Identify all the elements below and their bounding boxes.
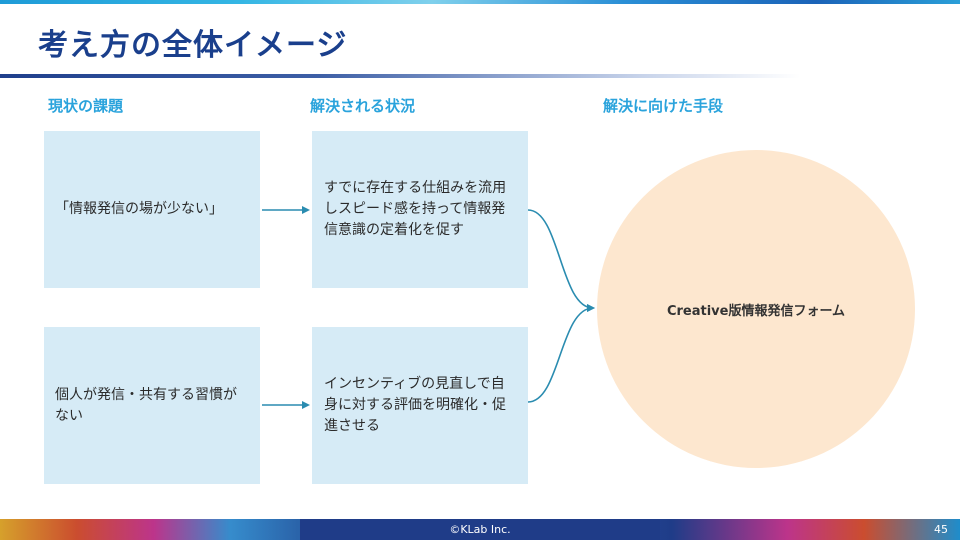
arrow-solved1-to-solution (527, 209, 595, 312)
column-heading-solved-state: 解決される状況 (310, 97, 416, 115)
column-heading-problem: 現状の課題 (48, 97, 124, 115)
title-underline (0, 74, 800, 78)
footer-center-panel (300, 519, 660, 540)
solved-box-1-text: すでに存在する仕組みを流用しスピード感を持って情報発信意識の定着化を促す (324, 180, 507, 238)
problem-box-2: 個人が発信・共有する習慣がない (44, 327, 260, 484)
solved-box-2: インセンティブの見直しで自身に対する評価を明確化・促進させる (312, 327, 528, 484)
slide-title: 考え方の全体イメージ (38, 28, 348, 63)
problem-box-2-text: 個人が発信・共有する習慣がない (55, 386, 237, 424)
solution-circle: Creative版情報発信フォーム (597, 150, 915, 468)
solved-box-2-text: インセンティブの見直しで自身に対する評価を明確化・促進させる (324, 376, 506, 434)
problem-box-1-text: 「情報発信の場が少ない」 (55, 201, 223, 217)
column-heading-means: 解決に向けた手段 (603, 97, 724, 115)
top-accent-stripe (0, 0, 960, 4)
page-number: 45 (934, 523, 948, 536)
problem-box-1: 「情報発信の場が少ない」 (44, 131, 260, 288)
solution-label: Creative版情報発信フォーム (666, 303, 846, 319)
arrow-solved2-to-solution (527, 304, 595, 403)
solved-box-1: すでに存在する仕組みを流用しスピード感を持って情報発信意識の定着化を促す (312, 131, 528, 288)
copyright-text: ©KLab Inc. (449, 523, 511, 536)
footer-bar: ©KLab Inc. 45 (0, 519, 960, 540)
